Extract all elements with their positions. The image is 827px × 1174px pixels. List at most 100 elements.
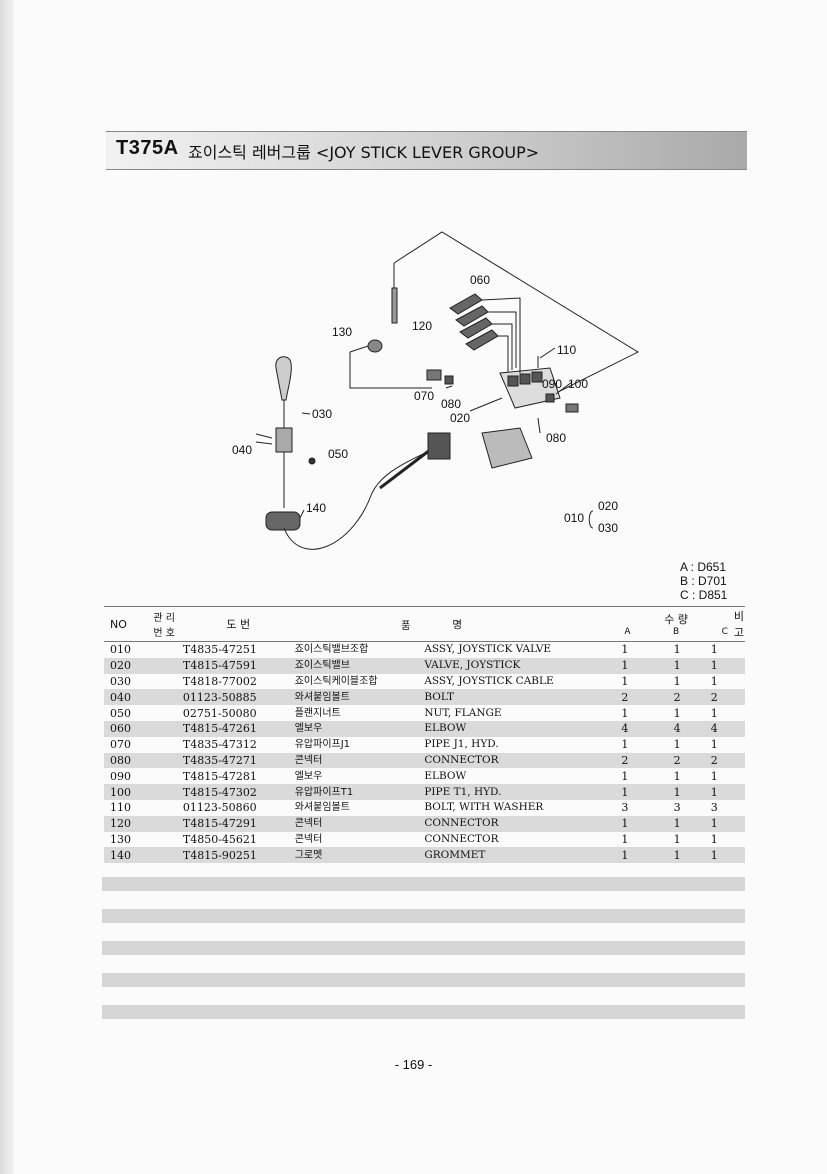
callout-090: 090 <box>542 377 562 391</box>
callout-080: 080 <box>441 397 461 411</box>
col-no: NO <box>104 606 149 642</box>
row-name-kor: 와셔붙임볼트 <box>294 802 350 814</box>
callout-040: 040 <box>232 443 252 457</box>
row-name-eng: CONNECTOR <box>424 753 499 766</box>
row-qty-b: 1 <box>673 817 681 831</box>
row-qty-c: 3 <box>710 801 718 815</box>
row-part-no: T4815-47281 <box>182 769 257 783</box>
row-qty-c: 1 <box>710 674 718 688</box>
row-qty-b: 1 <box>673 832 681 846</box>
qty-label: 수 량 <box>664 613 688 626</box>
callout-060: 060 <box>470 273 490 287</box>
row-name-kor: 엘보우 <box>294 723 323 735</box>
row-no: 050 <box>110 706 131 720</box>
page-edge-shadow <box>0 0 14 1174</box>
row-mgmt <box>148 658 179 674</box>
callout-100: 100 <box>568 377 588 391</box>
qty-c-label: C <box>721 627 728 637</box>
row-no: 070 <box>110 738 131 752</box>
row-no: 110 <box>110 801 131 815</box>
row-qty-a: 1 <box>621 643 629 657</box>
row-part-no: 01123-50860 <box>182 801 257 815</box>
row-remark <box>733 816 745 832</box>
row-part-no: T4835-47251 <box>182 643 257 657</box>
row-name-kor: 죠이스틱밸브조합 <box>294 644 369 656</box>
row-part-no: T4815-47261 <box>182 722 257 736</box>
blank-row <box>102 1005 745 1019</box>
row-mgmt <box>148 784 179 800</box>
row-qty-c: 1 <box>710 832 718 846</box>
col-name-b: 명 <box>424 606 620 642</box>
row-name-eng: ELBOW <box>424 722 467 735</box>
row-qty-b: 1 <box>673 706 681 720</box>
section-header: T375A 죠이스틱 레버그룹 <JOY STICK LEVER GROUP> <box>106 131 747 170</box>
row-qty-c: 2 <box>710 690 718 704</box>
row-mgmt <box>148 689 179 705</box>
row-qty-c: 2 <box>710 753 718 767</box>
row-name-kor: 엘보우 <box>294 770 323 782</box>
row-remark <box>733 689 745 705</box>
row-part-no: T4815-47302 <box>182 785 257 799</box>
row-no: 020 <box>110 659 131 673</box>
row-qty-b: 1 <box>673 769 681 783</box>
qty-b-label: B <box>672 627 680 637</box>
row-name-kor: 유압파이프T1 <box>294 786 354 798</box>
col-remark: 비 고 <box>732 606 745 642</box>
row-mgmt <box>148 642 179 658</box>
row-no: 120 <box>110 817 131 831</box>
row-name-kor: 플랜지너트 <box>294 707 341 719</box>
row-qty-a: 1 <box>621 738 629 752</box>
blank-row <box>102 941 745 955</box>
row-no: 140 <box>110 848 131 862</box>
row-name-eng: ASSY, JOYSTICK CABLE <box>424 674 554 687</box>
row-name-kor: 유압파이프J1 <box>294 739 351 751</box>
assembly-020: 020 <box>598 499 618 513</box>
callout-050: 050 <box>328 447 348 461</box>
row-remark <box>733 832 745 848</box>
row-part-no: 02751-50080 <box>182 706 257 720</box>
row-remark <box>733 847 745 863</box>
row-name-kor: 그로멧 <box>294 849 323 861</box>
row-name-eng: GROMMET <box>424 848 486 861</box>
variant-c: C : D851 <box>680 588 728 602</box>
row-part-no: T4815-47591 <box>182 659 257 673</box>
row-name-kor: 콘넥터 <box>294 754 323 766</box>
callout-030: 030 <box>312 407 332 421</box>
row-qty-a: 1 <box>621 848 629 862</box>
row-name-eng: BOLT <box>424 690 454 703</box>
row-qty-a: 2 <box>621 753 629 767</box>
row-qty-b: 3 <box>673 801 681 815</box>
row-qty-a: 1 <box>621 706 629 720</box>
row-name-eng: CONNECTOR <box>424 817 499 830</box>
blank-row <box>102 877 745 891</box>
row-qty-b: 1 <box>673 785 681 799</box>
row-name-eng: BOLT, WITH WASHER <box>424 801 544 814</box>
row-qty-b: 1 <box>673 848 681 862</box>
row-name-kor: 죠이스틱케이블조합 <box>294 675 378 687</box>
row-name-eng: ASSY, JOYSTICK VALVE <box>424 643 552 656</box>
assembly-010: 010 <box>564 511 584 525</box>
model-variants: A : D651 B : D701 C : D851 <box>680 560 727 602</box>
row-name-kor: 콘넥터 <box>294 818 323 830</box>
row-mgmt <box>148 674 179 690</box>
row-no: 030 <box>110 674 131 688</box>
row-mgmt <box>148 768 179 784</box>
row-remark <box>733 642 745 658</box>
row-qty-b: 1 <box>673 643 681 657</box>
section-title: 죠이스틱 레버그룹 <JOY STICK LEVER GROUP> <box>188 143 540 162</box>
row-qty-c: 1 <box>710 785 718 799</box>
blank-row <box>102 973 745 987</box>
row-name-kor: 콘넥터 <box>294 833 323 845</box>
row-qty-b: 2 <box>673 753 681 767</box>
variant-b: B : D701 <box>680 574 727 588</box>
